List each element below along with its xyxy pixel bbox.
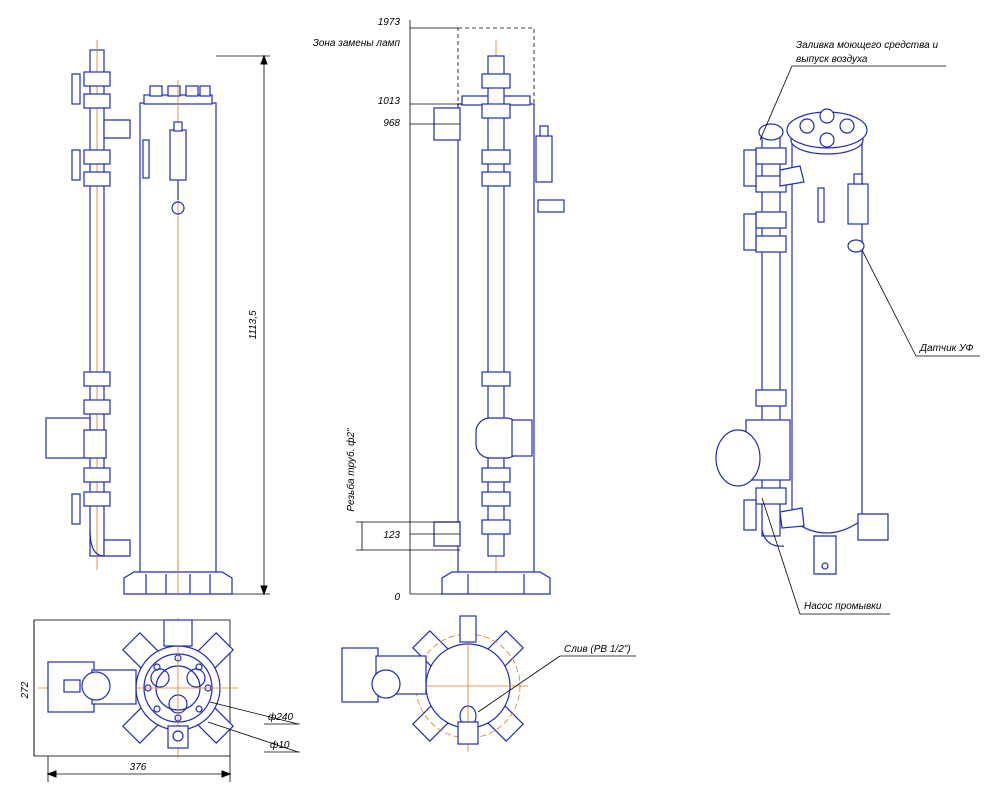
- drain-label: Слив (РВ 1/2"): [564, 644, 631, 655]
- detergent-leader: [759, 65, 793, 141]
- bottom-view: Слив (РВ 1/2"): [341, 615, 636, 752]
- level-top: 1973: [378, 17, 401, 28]
- plan-depth-dimension: 272: [20, 681, 31, 699]
- uv-sensor-label: Датчик УФ: [919, 343, 973, 354]
- level-outlet: 968: [383, 118, 400, 129]
- bottom-flush-pump: [341, 647, 379, 703]
- plan-width-dimension: 376: [130, 762, 147, 773]
- drain-leader: [477, 655, 561, 713]
- side-view: 1973 Зона замены ламп 1013 968 123 0 Рез…: [313, 17, 565, 603]
- side-base: [441, 571, 551, 595]
- pump-label: Насос промывки: [804, 601, 882, 612]
- front-uv-sensor: [169, 129, 187, 181]
- side-uv-sensor: [535, 135, 553, 183]
- front-height-dimension: 1113,5: [248, 310, 259, 340]
- iso-view: Заливка моющего средства и выпуск воздух…: [715, 40, 980, 615]
- uv-sensor-leader: [861, 249, 917, 357]
- iso-uv-sensor: [847, 183, 869, 225]
- front-view: 1113,5: [45, 40, 270, 596]
- plan-view: 376 272 ф240 ф10: [20, 618, 300, 782]
- pump-leader: [761, 497, 801, 615]
- front-valve-handle-1: [71, 73, 81, 105]
- level-lamp-top: 1013: [378, 96, 401, 107]
- level-inlet: 123: [383, 530, 400, 541]
- air-vent-label: выпуск воздуха: [796, 54, 868, 65]
- thread-label: Резьба труб. ф2": [345, 428, 357, 512]
- detergent-label: Заливка моющего средства и: [796, 40, 938, 51]
- level-base: 0: [394, 592, 400, 603]
- plan-diameter-dimension: ф240: [268, 711, 293, 723]
- front-valve-handle-2: [71, 149, 81, 181]
- front-valve-handle-3: [71, 493, 81, 525]
- lamp-zone-label: Зона замены ламп: [313, 38, 401, 49]
- plan-hole-dimension: ф10: [270, 739, 290, 751]
